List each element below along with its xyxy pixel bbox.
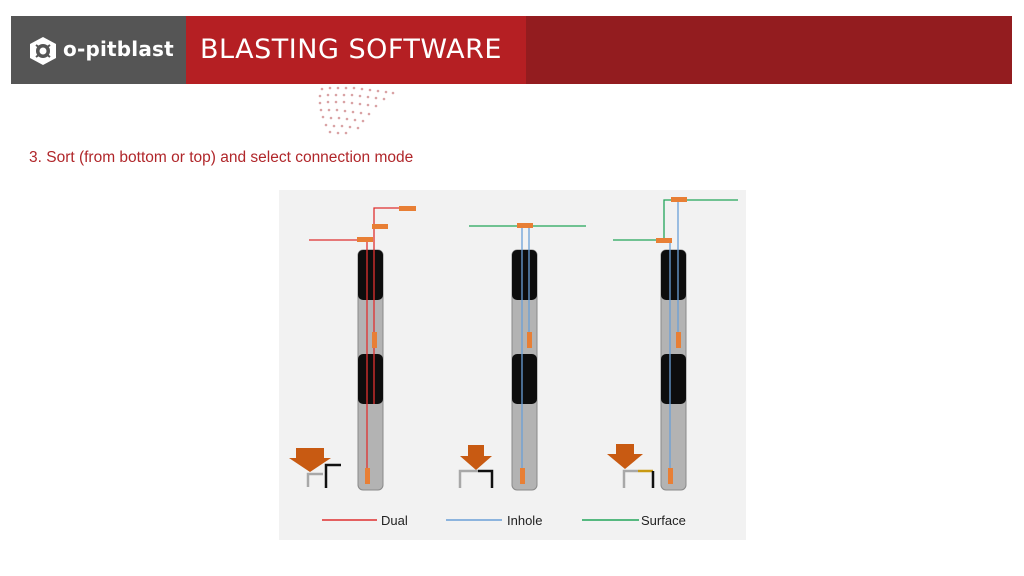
hole-dual — [309, 206, 416, 491]
title-box: BLASTING SOFTWARE — [186, 16, 526, 84]
hole-inhole — [469, 223, 586, 491]
legend: Dual Inhole Surface — [322, 513, 686, 528]
header-title: BLASTING SOFTWARE — [200, 34, 502, 65]
logo-text: o-pitblast — [63, 37, 174, 61]
header-band — [526, 16, 1012, 84]
hole-surface — [613, 197, 738, 491]
legend-inhole-label: Inhole — [507, 513, 542, 528]
sort-icon-surface — [607, 444, 655, 488]
logo-box: o-pitblast — [11, 16, 186, 84]
legend-surface-label: Surface — [641, 513, 686, 528]
connection-mode-figure: Dual Inhole Surface — [279, 190, 746, 540]
slide-header: o-pitblast BLASTING SOFTWARE — [11, 16, 1012, 84]
connection-mode-diagram: Dual Inhole Surface — [289, 197, 738, 528]
sort-icon-inhole — [458, 445, 494, 488]
o-pitblast-logo-icon — [30, 37, 56, 65]
slide-subtitle: 3. Sort (from bottom or top) and select … — [29, 149, 414, 166]
sort-icon-dual — [289, 448, 341, 488]
decorative-dot-pattern — [318, 86, 395, 135]
legend-dual-label: Dual — [381, 513, 408, 528]
